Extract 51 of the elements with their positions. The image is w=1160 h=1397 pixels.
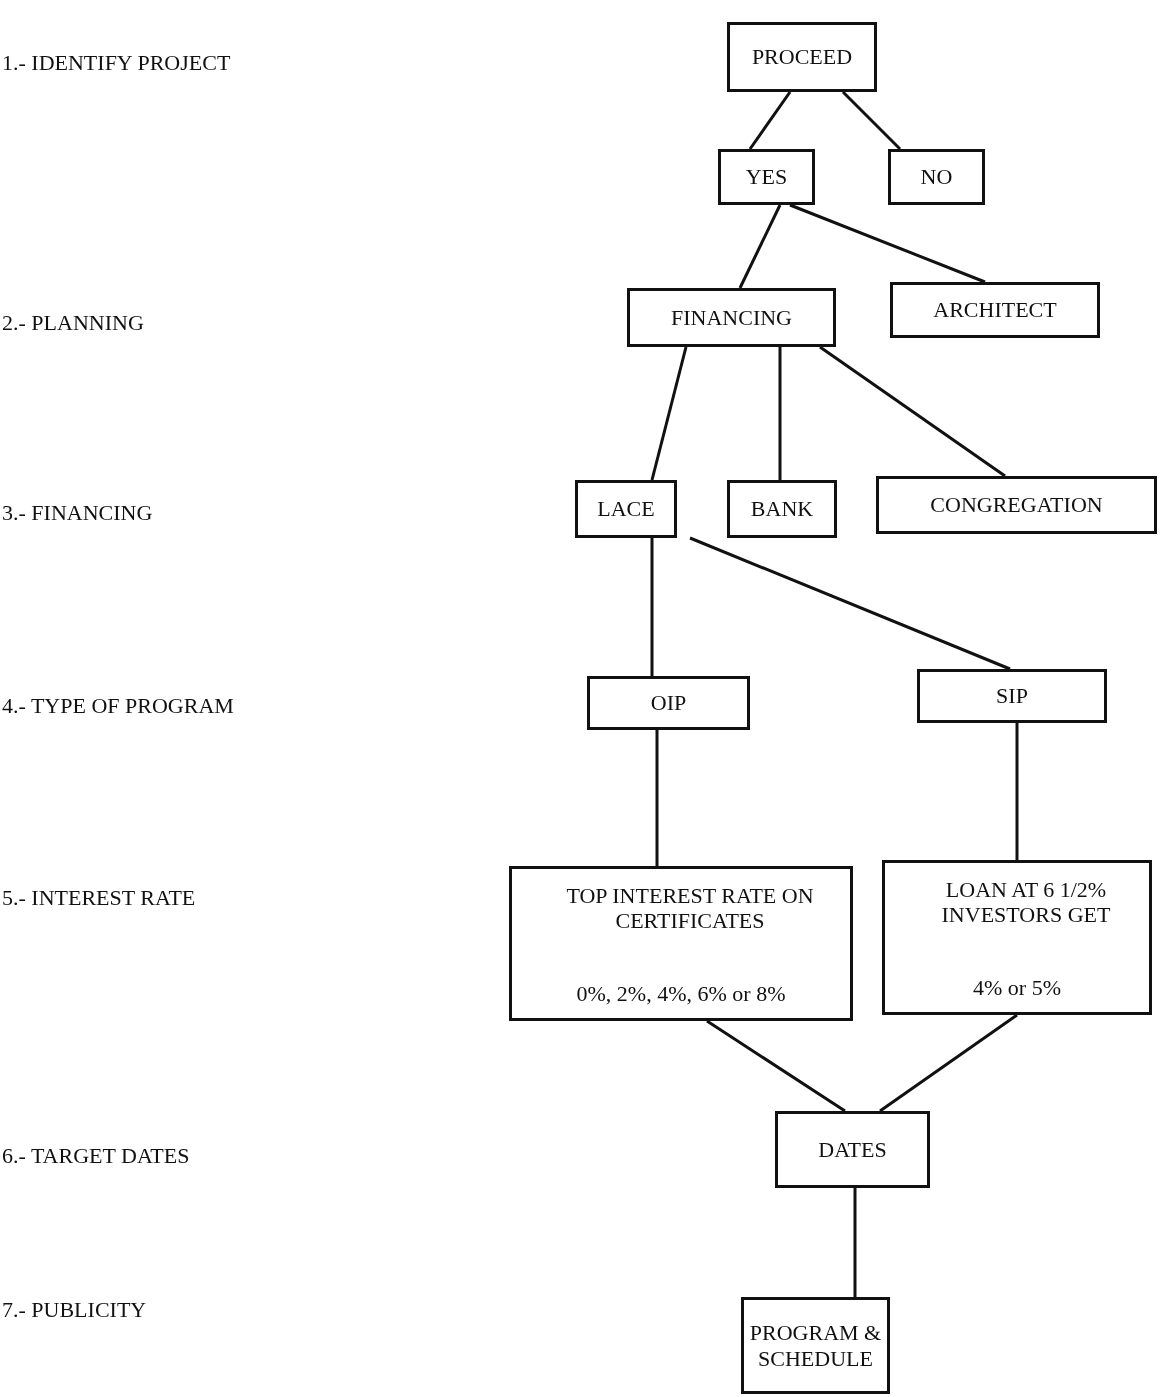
- box-text: FINANCING: [671, 304, 792, 331]
- process-box: [775, 1111, 930, 1188]
- box-text: PROCEED: [751, 44, 853, 70]
- box-text: PROGRAM & SCHEDULE: [748, 1320, 883, 1371]
- process-box: [876, 476, 1157, 534]
- box-text: 4% or 5%: [973, 974, 1061, 1000]
- box-text: LOAN AT 6 1/2% INVESTORS GET: [940, 877, 1112, 928]
- connector-line: [689, 536, 1011, 671]
- process-box: [718, 149, 815, 205]
- connector-line: [650, 346, 688, 481]
- box-text: BANK: [750, 496, 814, 522]
- process-box: [509, 866, 853, 1021]
- process-box: [888, 149, 985, 205]
- step-label: 7.- PUBLICITY: [2, 1297, 147, 1323]
- process-box: [890, 282, 1100, 338]
- box-text: OIP: [650, 690, 687, 716]
- box-text: 0%, 2%, 4%, 6% or 8%: [576, 980, 786, 1006]
- connector-line: [819, 345, 1006, 478]
- process-box: [587, 676, 750, 730]
- connector-line: [879, 1013, 1018, 1113]
- step-label: 3.- FINANCING: [2, 500, 153, 526]
- step-label: 6.- TARGET DATES: [2, 1143, 190, 1169]
- box-text: CONGREGATION: [930, 492, 1103, 518]
- step-label: 2.- PLANNING: [2, 310, 144, 336]
- box-text: LACE: [597, 496, 655, 522]
- box-text: YES: [745, 164, 788, 190]
- process-box: [727, 22, 877, 92]
- connector-line: [778, 347, 782, 480]
- connector-line: [655, 730, 659, 866]
- connector-line: [841, 90, 902, 151]
- box-text: TOP INTEREST RATE ON CERTIFICATES: [565, 883, 815, 934]
- connector-line: [706, 1019, 846, 1113]
- box-text: NO: [920, 164, 953, 190]
- process-box: [882, 860, 1152, 1015]
- box-text: ARCHITECT: [933, 297, 1057, 323]
- process-box: [727, 480, 837, 538]
- process-box: [741, 1297, 890, 1394]
- connector-line: [1015, 723, 1019, 860]
- step-label: 4.- TYPE OF PROGRAM: [2, 693, 234, 719]
- connector-line: [789, 203, 986, 284]
- step-label: 1.- IDENTIFY PROJECT: [2, 50, 231, 76]
- connector-line: [738, 204, 782, 289]
- step-label: 5.- INTEREST RATE: [2, 885, 196, 911]
- box-text: DATES: [818, 1136, 887, 1163]
- connector-line: [650, 538, 654, 676]
- process-box: [575, 480, 677, 538]
- box-text: SIP: [996, 683, 1028, 709]
- connector-line: [853, 1188, 857, 1297]
- process-box: [917, 669, 1107, 723]
- process-box: [627, 288, 836, 347]
- connector-line: [748, 91, 792, 150]
